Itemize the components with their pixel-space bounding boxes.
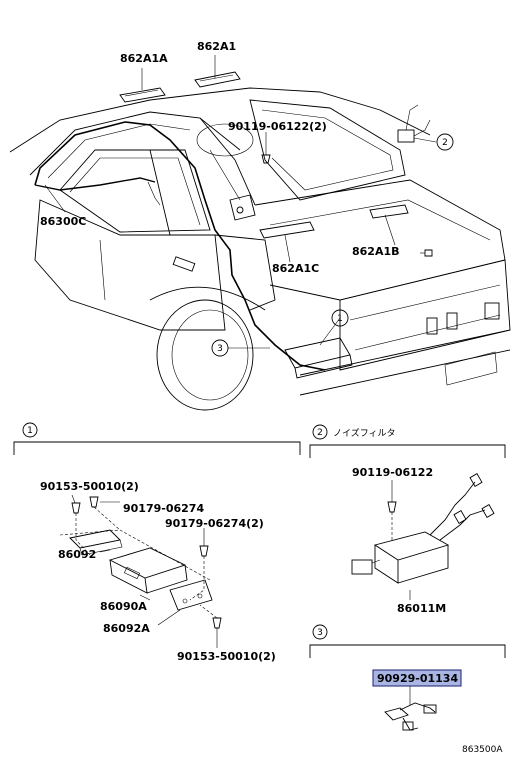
callout-2: 2: [436, 133, 454, 151]
callout-3: 3: [211, 339, 229, 357]
label-86300C: 86300C: [40, 215, 86, 228]
section-3-header: 3: [309, 624, 506, 658]
pad-862A1: [194, 71, 241, 88]
cabin-bracket: [229, 194, 256, 221]
label-862A1: 862A1: [197, 40, 236, 53]
svg-text:3: 3: [217, 344, 223, 354]
label-90179-06274-2: 90179-06274(2): [165, 517, 264, 530]
svg-text:1: 1: [27, 426, 33, 436]
svg-text:3: 3: [317, 628, 323, 638]
antenna-wire-86300C: [34, 121, 326, 371]
section-1-parts: [59, 494, 222, 648]
label-862A1C: 862A1C: [272, 262, 319, 275]
pad-862A1C: [259, 221, 315, 239]
label-90119-06122: 90119-06122: [352, 466, 433, 479]
label-90153-50010-2-top: 90153-50010(2): [40, 480, 139, 493]
section-2-parts: [351, 473, 495, 600]
diagram-code: 863500A: [462, 745, 503, 755]
part-highlight-90929-01134[interactable]: 90929-01134: [372, 669, 462, 687]
section-1-header: 1: [13, 422, 301, 455]
noise-filter-title: ノイズフィルタ: [333, 427, 396, 439]
label-90179-06274: 90179-06274: [123, 502, 204, 515]
car-illustration: [9, 87, 511, 411]
section-2-header: 2 ノイズフィルタ: [309, 424, 506, 458]
screw-90119-06122: [261, 154, 271, 164]
label-90929-01134[interactable]: 90929-01134: [377, 672, 458, 685]
section-3-parts: [384, 686, 437, 731]
label-90119-06122-2: 90119-06122(2): [228, 120, 327, 133]
callout-1: 1: [331, 309, 349, 327]
label-86011M: 86011M: [397, 602, 446, 615]
svg-text:2: 2: [317, 428, 323, 438]
amplifier-trunk: [284, 337, 353, 379]
label-86092: 86092: [58, 548, 96, 561]
label-862A1B: 862A1B: [352, 245, 400, 258]
label-862A1A: 862A1A: [120, 52, 168, 65]
noise-filter-small: [397, 104, 431, 143]
svg-text:1: 1: [337, 314, 343, 324]
label-86092A: 86092A: [103, 622, 150, 635]
label-90153-50010-2-bottom: 90153-50010(2): [177, 650, 276, 663]
label-86090A: 86090A: [100, 600, 147, 613]
pad-862A1B: [369, 204, 409, 219]
svg-text:2: 2: [442, 138, 448, 148]
pad-862A1A: [119, 87, 166, 103]
